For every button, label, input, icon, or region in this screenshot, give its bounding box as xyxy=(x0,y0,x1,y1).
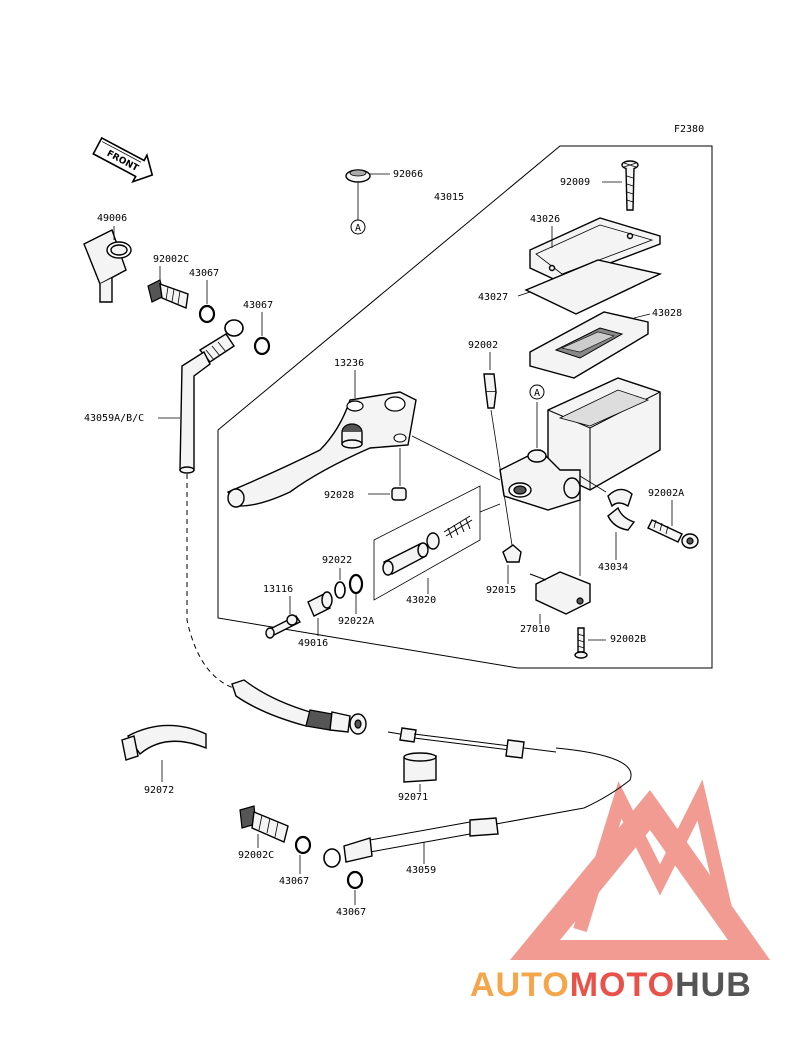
label-92009: 92009 xyxy=(560,177,590,188)
label-92071: 92071 xyxy=(398,792,428,803)
seal-92022 xyxy=(334,581,346,599)
label-43059ABC: 43059A/B/C xyxy=(84,413,144,424)
label-92002B: 92002B xyxy=(610,634,646,645)
bolt-92002A xyxy=(647,519,699,549)
label-13236: 13236 xyxy=(334,358,364,369)
cover-43026 xyxy=(529,217,661,283)
label-92066: 92066 xyxy=(393,169,423,180)
banjo-bolt-92002C-top xyxy=(147,279,189,309)
label-43015: 43015 xyxy=(434,192,464,203)
washer-43067-c xyxy=(294,835,312,855)
label-92002C-bottom: 92002C xyxy=(238,850,274,861)
seal-92022A xyxy=(348,573,364,595)
label-92002A: 92002A xyxy=(648,488,684,499)
label-49006: 49006 xyxy=(97,213,127,224)
hose-dashed-line xyxy=(186,474,241,691)
banjo-bolt-92002C-bottom xyxy=(239,805,289,843)
label-43067-a: 43067 xyxy=(189,268,219,279)
label-43067-d: 43067 xyxy=(336,907,366,918)
piston-kit-box xyxy=(373,485,481,601)
label-43034: 43034 xyxy=(598,562,628,573)
label-43059: 43059 xyxy=(406,865,436,876)
label-92028: 92028 xyxy=(324,490,354,501)
washer-43067-a xyxy=(198,304,216,324)
piston-kit-43020 xyxy=(382,515,473,576)
figure-code: F2380 xyxy=(674,124,704,135)
pivot-92028 xyxy=(391,487,407,501)
label-92072: 92072 xyxy=(144,785,174,796)
ref-circle-a-top xyxy=(350,219,366,235)
clamp-92072 xyxy=(121,724,207,761)
washer-43067-d xyxy=(346,870,364,890)
lower-hose-fitting xyxy=(231,679,367,735)
push-rod-13116 xyxy=(265,614,302,639)
label-43027: 43027 xyxy=(478,292,508,303)
diaphragm-43028 xyxy=(529,311,649,379)
watermark-logo xyxy=(510,779,770,960)
sleeve-92071 xyxy=(403,752,437,783)
ref-circle-a-body xyxy=(529,384,545,400)
label-43020: 43020 xyxy=(406,595,436,606)
clamp-43034 xyxy=(607,488,636,531)
hose-43059ABC xyxy=(179,319,244,474)
label-43026: 43026 xyxy=(530,214,560,225)
cap-49006 xyxy=(83,229,132,303)
label-92022A: 92022A xyxy=(338,616,374,627)
master-cylinder-body xyxy=(499,377,661,511)
label-13116: 13116 xyxy=(263,584,293,595)
label-92002C-top: 92002C xyxy=(153,254,189,265)
label-92015: 92015 xyxy=(486,585,516,596)
cap-92015 xyxy=(502,544,522,563)
label-43067-b: 43067 xyxy=(243,300,273,311)
front-arrow-icon: FRONT xyxy=(92,136,154,184)
svg-text:A: A xyxy=(355,223,361,234)
svg-text:A: A xyxy=(534,388,540,399)
screw-92002B xyxy=(574,627,588,659)
switch-27010 xyxy=(529,571,591,615)
bleed-valve-92002 xyxy=(483,373,497,409)
brake-line-43059 xyxy=(323,727,632,868)
plate-43027 xyxy=(524,259,663,315)
label-92002: 92002 xyxy=(468,340,498,351)
washer-43067-b xyxy=(253,336,271,356)
label-92022: 92022 xyxy=(322,555,352,566)
watermark-text: AUTOMOTOHUB xyxy=(470,966,752,1004)
assembly-boundary xyxy=(217,145,713,669)
label-43028: 43028 xyxy=(652,308,682,319)
label-49016: 49016 xyxy=(298,638,328,649)
label-27010: 27010 xyxy=(520,624,550,635)
label-43067-c: 43067 xyxy=(279,876,309,887)
screw-92009 xyxy=(621,160,639,211)
boot-49016 xyxy=(307,591,333,617)
brake-lever-13236 xyxy=(226,391,417,508)
